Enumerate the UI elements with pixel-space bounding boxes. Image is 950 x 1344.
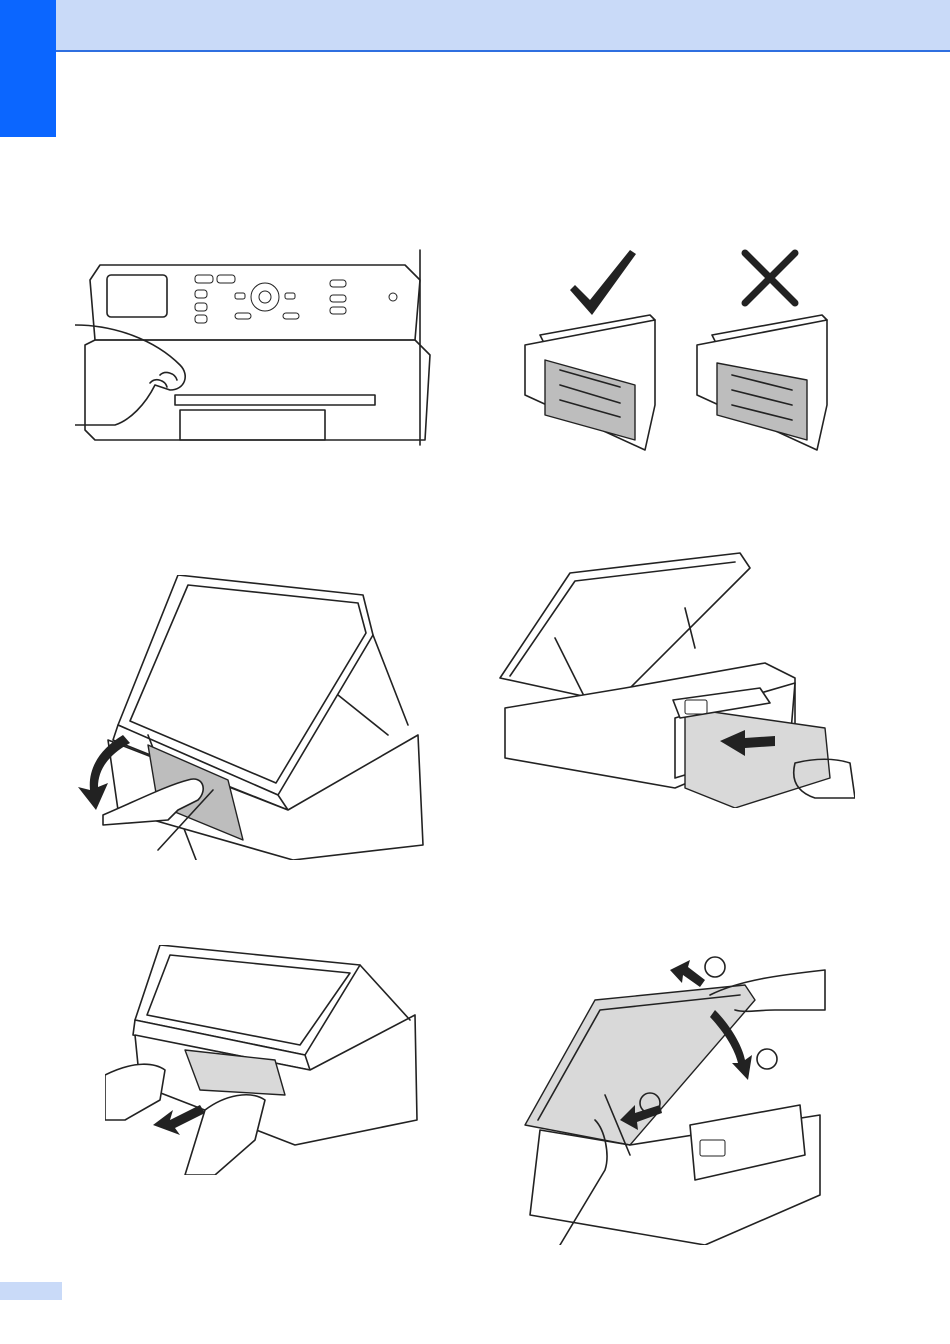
- push-paper-tray-illustration: [495, 548, 855, 808]
- control-panel-jam-illustration: [75, 245, 435, 450]
- check-mark-icon: [570, 250, 636, 315]
- pull-jammed-paper-illustration: [105, 945, 420, 1175]
- chapter-side-tab: [0, 0, 56, 137]
- close-scanner-cover-illustration: [520, 955, 830, 1245]
- page-header-band: [0, 0, 950, 52]
- page-number-tab: [0, 1282, 62, 1300]
- open-scanner-cover-illustration: [78, 575, 428, 860]
- cross-mark-icon: [745, 253, 795, 303]
- scanner-cover-correct-incorrect-illustration: [520, 245, 830, 460]
